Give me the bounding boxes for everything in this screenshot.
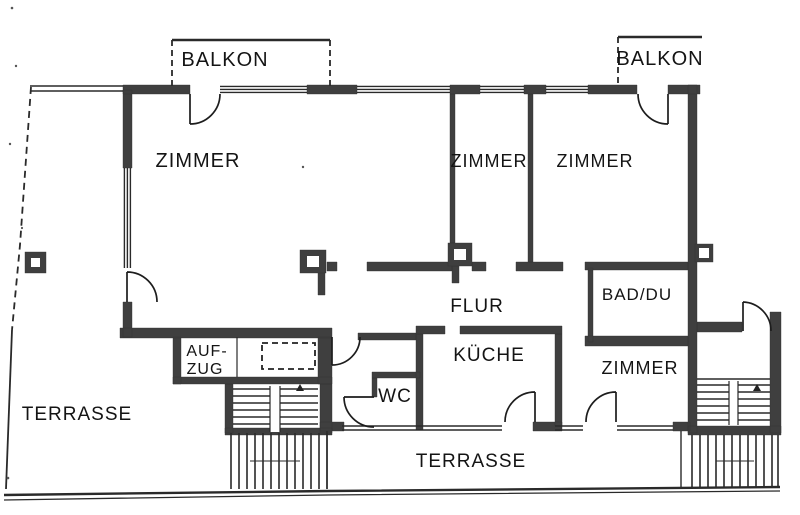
door-kitchen-terrace bbox=[504, 391, 536, 423]
speck bbox=[20, 226, 24, 230]
label-room-middle: ZIMMER bbox=[451, 151, 528, 171]
label-terrace-south: TERRASSE bbox=[416, 451, 526, 472]
hall-pillar-core bbox=[454, 249, 466, 260]
label-balcony-right: BALKON bbox=[616, 48, 703, 70]
terrace-west-edge bbox=[5, 329, 13, 490]
window-top-2 bbox=[357, 85, 450, 94]
terrace-pillar bbox=[24, 251, 47, 274]
balcony-left bbox=[171, 38, 331, 86]
elevator-car-dashed bbox=[261, 342, 316, 370]
right-stair-stringers bbox=[728, 381, 739, 425]
balcony-right bbox=[617, 35, 702, 85]
window-top-4 bbox=[546, 85, 588, 94]
door-right-landing bbox=[742, 301, 772, 332]
elevator bbox=[236, 337, 316, 377]
door-living-terrace bbox=[126, 271, 158, 303]
terrace-pillar-core bbox=[31, 258, 40, 267]
label-bathroom: BAD/DU bbox=[602, 285, 672, 304]
terrace-south-edge bbox=[3, 485, 781, 497]
right-wall-pillar bbox=[694, 243, 714, 263]
stair-center-gap bbox=[270, 386, 280, 432]
speck bbox=[14, 64, 18, 68]
window-left-wall bbox=[123, 168, 132, 268]
label-room-top-right: ZIMMER bbox=[557, 151, 634, 171]
label-kitchen: KÜCHE bbox=[453, 345, 525, 366]
stair-stringers bbox=[269, 386, 281, 432]
stair-direction-arrow bbox=[296, 384, 304, 391]
label-wc: WC bbox=[378, 386, 412, 407]
window-bands bbox=[123, 85, 673, 431]
speck bbox=[8, 142, 12, 146]
label-balcony-left: BALKON bbox=[181, 49, 268, 71]
label-room-living: ZIMMER bbox=[156, 150, 241, 172]
terrace-north-edge bbox=[30, 85, 123, 92]
scan-artifacts bbox=[6, 6, 305, 480]
label-elevator-line1: AUF- bbox=[186, 343, 227, 360]
label-room-bottom-right: ZIMMER bbox=[602, 358, 679, 378]
right-wall-pillar-core bbox=[699, 248, 709, 258]
door-room-terrace bbox=[585, 391, 617, 423]
living-room-pillar bbox=[299, 249, 327, 274]
door-balcony-right bbox=[637, 93, 669, 125]
label-terrace-left: TERRASSE bbox=[22, 404, 132, 425]
terrace-south-edge-2 bbox=[3, 490, 781, 501]
window-south-facade bbox=[342, 425, 673, 431]
pillars bbox=[24, 242, 714, 274]
window-top-3 bbox=[480, 85, 524, 94]
label-hall: FLUR bbox=[450, 296, 504, 317]
speck bbox=[10, 6, 14, 10]
doors bbox=[126, 93, 772, 428]
window-top-1 bbox=[220, 85, 307, 94]
room-labels: BALKON BALKON ZIMMER ZIMMER ZIMMER FLUR … bbox=[22, 48, 703, 472]
speck bbox=[6, 476, 10, 480]
door-hall-stairs bbox=[331, 336, 361, 366]
right-stair-center-gap bbox=[729, 381, 738, 425]
terrace-west-edge-dashed bbox=[11, 86, 32, 331]
balcony-left-sides bbox=[171, 40, 331, 86]
right-staircase bbox=[691, 378, 779, 488]
hall-pillar bbox=[447, 242, 473, 267]
speck bbox=[301, 165, 305, 169]
label-elevator-line2: ZUG bbox=[187, 361, 224, 378]
interior-staircase bbox=[230, 384, 328, 489]
living-room-pillar-core bbox=[307, 256, 319, 267]
right-stair-arrow bbox=[753, 384, 761, 391]
door-balcony-left bbox=[189, 93, 221, 125]
door-wc bbox=[343, 396, 375, 428]
